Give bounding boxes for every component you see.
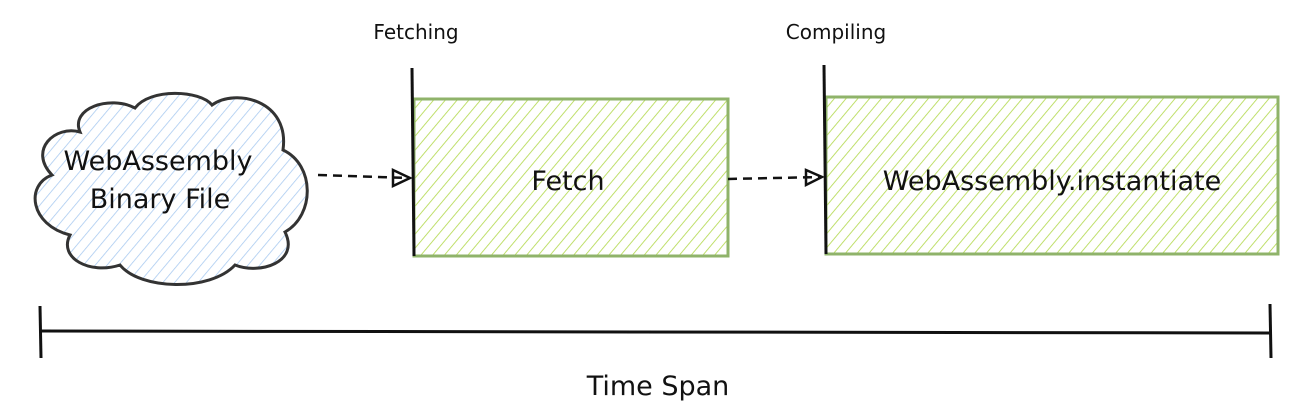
source-label-line2: Binary File: [89, 183, 231, 215]
source-label-line1: WebAssembly: [63, 145, 253, 177]
fetch-label: Fetch: [531, 165, 605, 197]
timeline-axis: [38, 303, 1273, 359]
compile-label: WebAssembly.instantiate: [882, 165, 1222, 197]
fetch-start-marker: [410, 67, 416, 257]
fetch-box: [412, 97, 730, 258]
source-cloud: [33, 91, 309, 286]
timeline-label: Time Span: [586, 370, 730, 402]
fetching-stage-label: Fetching: [373, 20, 459, 44]
compiling-stage-label: Compiling: [785, 20, 887, 44]
arrow-source-to-fetch: [317, 168, 413, 188]
arrow-fetch-to-compile: [727, 168, 825, 188]
compile-start-marker: [822, 64, 828, 255]
